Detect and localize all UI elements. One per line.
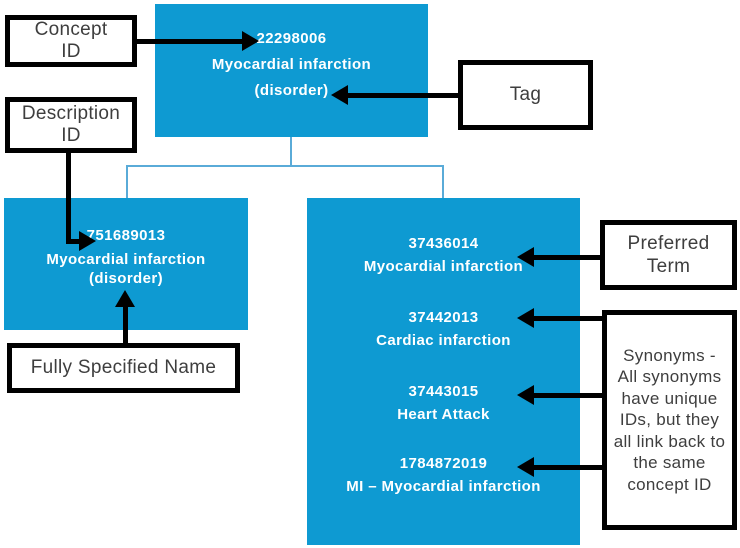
concept-tag: (disorder) (254, 82, 329, 99)
synonym-arrow-2-shaft (533, 393, 602, 398)
tag-label-text: Tag (509, 84, 542, 105)
concept-id-arrowhead-icon (242, 31, 259, 51)
tree-connector-horizontal (126, 165, 444, 167)
concept-id-arrow-shaft (137, 39, 243, 44)
description-term: Heart Attack (397, 406, 490, 423)
description-id-value: 37436014 (408, 235, 479, 252)
description-entry: 37442013 Cardiac infarction (307, 306, 580, 352)
fully-specified-name-label-text: Fully Specified Name (30, 357, 217, 378)
fully-specified-name-label: Fully Specified Name (7, 343, 240, 393)
description-id-label-text: Description ID (21, 103, 121, 146)
concept-id-label-text: Concept ID (34, 19, 108, 62)
tag-arrowhead-icon (331, 85, 348, 105)
description-id-value: 37442013 (408, 309, 479, 326)
description-id-value: 1784872019 (399, 455, 488, 472)
description-entry: 1784872019 MI – Myocardial infarction (307, 452, 580, 498)
fsn-arrowhead-icon (115, 290, 135, 307)
synonym-arrow-3-arrowhead-icon (517, 457, 534, 477)
descriptions-box: 37436014 Myocardial infarction 37442013 … (307, 198, 580, 545)
description-entry: 37443015 Heart Attack (307, 380, 580, 426)
description-id-value: 37443015 (408, 383, 479, 400)
synonym-arrow-2-arrowhead-icon (517, 385, 534, 405)
description-id-arrow-vertical-shaft (66, 153, 71, 244)
fsn-tag: (disorder) (88, 270, 163, 287)
preferred-term-arrow-shaft (533, 255, 600, 260)
concept-id-label: Concept ID (5, 15, 137, 67)
description-term: MI – Myocardial infarction (346, 478, 541, 495)
fsn-id-value: 751689013 (86, 227, 166, 244)
preferred-term-arrowhead-icon (517, 247, 534, 267)
tag-arrow-shaft (348, 93, 458, 98)
synonyms-label-text: Synonyms - All synonyms have unique IDs,… (613, 345, 726, 494)
description-id-arrow-horizontal-shaft (66, 239, 82, 244)
synonym-arrow-3-shaft (533, 465, 602, 470)
description-id-label: Description ID (5, 97, 137, 153)
synonym-arrow-1-shaft (533, 316, 602, 321)
description-term: Myocardial infarction (363, 258, 524, 275)
tag-label: Tag (458, 60, 593, 130)
tree-connector-vertical-right (442, 166, 444, 198)
tree-connector-vertical-left (126, 166, 128, 198)
preferred-term-label-text: Preferred Term (627, 233, 710, 277)
description-entry: 37436014 Myocardial infarction (307, 232, 580, 278)
tree-connector-vertical-top (290, 137, 292, 166)
fsn-arrow-shaft (123, 306, 128, 343)
concept-id-value: 22298006 (256, 30, 327, 47)
synonyms-label: Synonyms - All synonyms have unique IDs,… (602, 310, 737, 530)
preferred-term-label: Preferred Term (600, 220, 737, 290)
description-id-arrowhead-icon (79, 231, 96, 251)
concept-term: Myocardial infarction (211, 56, 372, 73)
synonym-arrow-1-arrowhead-icon (517, 308, 534, 328)
description-term: Cardiac infarction (376, 332, 511, 349)
fsn-term: Myocardial infarction (46, 251, 206, 268)
concept-box: 22298006 Myocardial infarction (disorder… (155, 4, 428, 137)
